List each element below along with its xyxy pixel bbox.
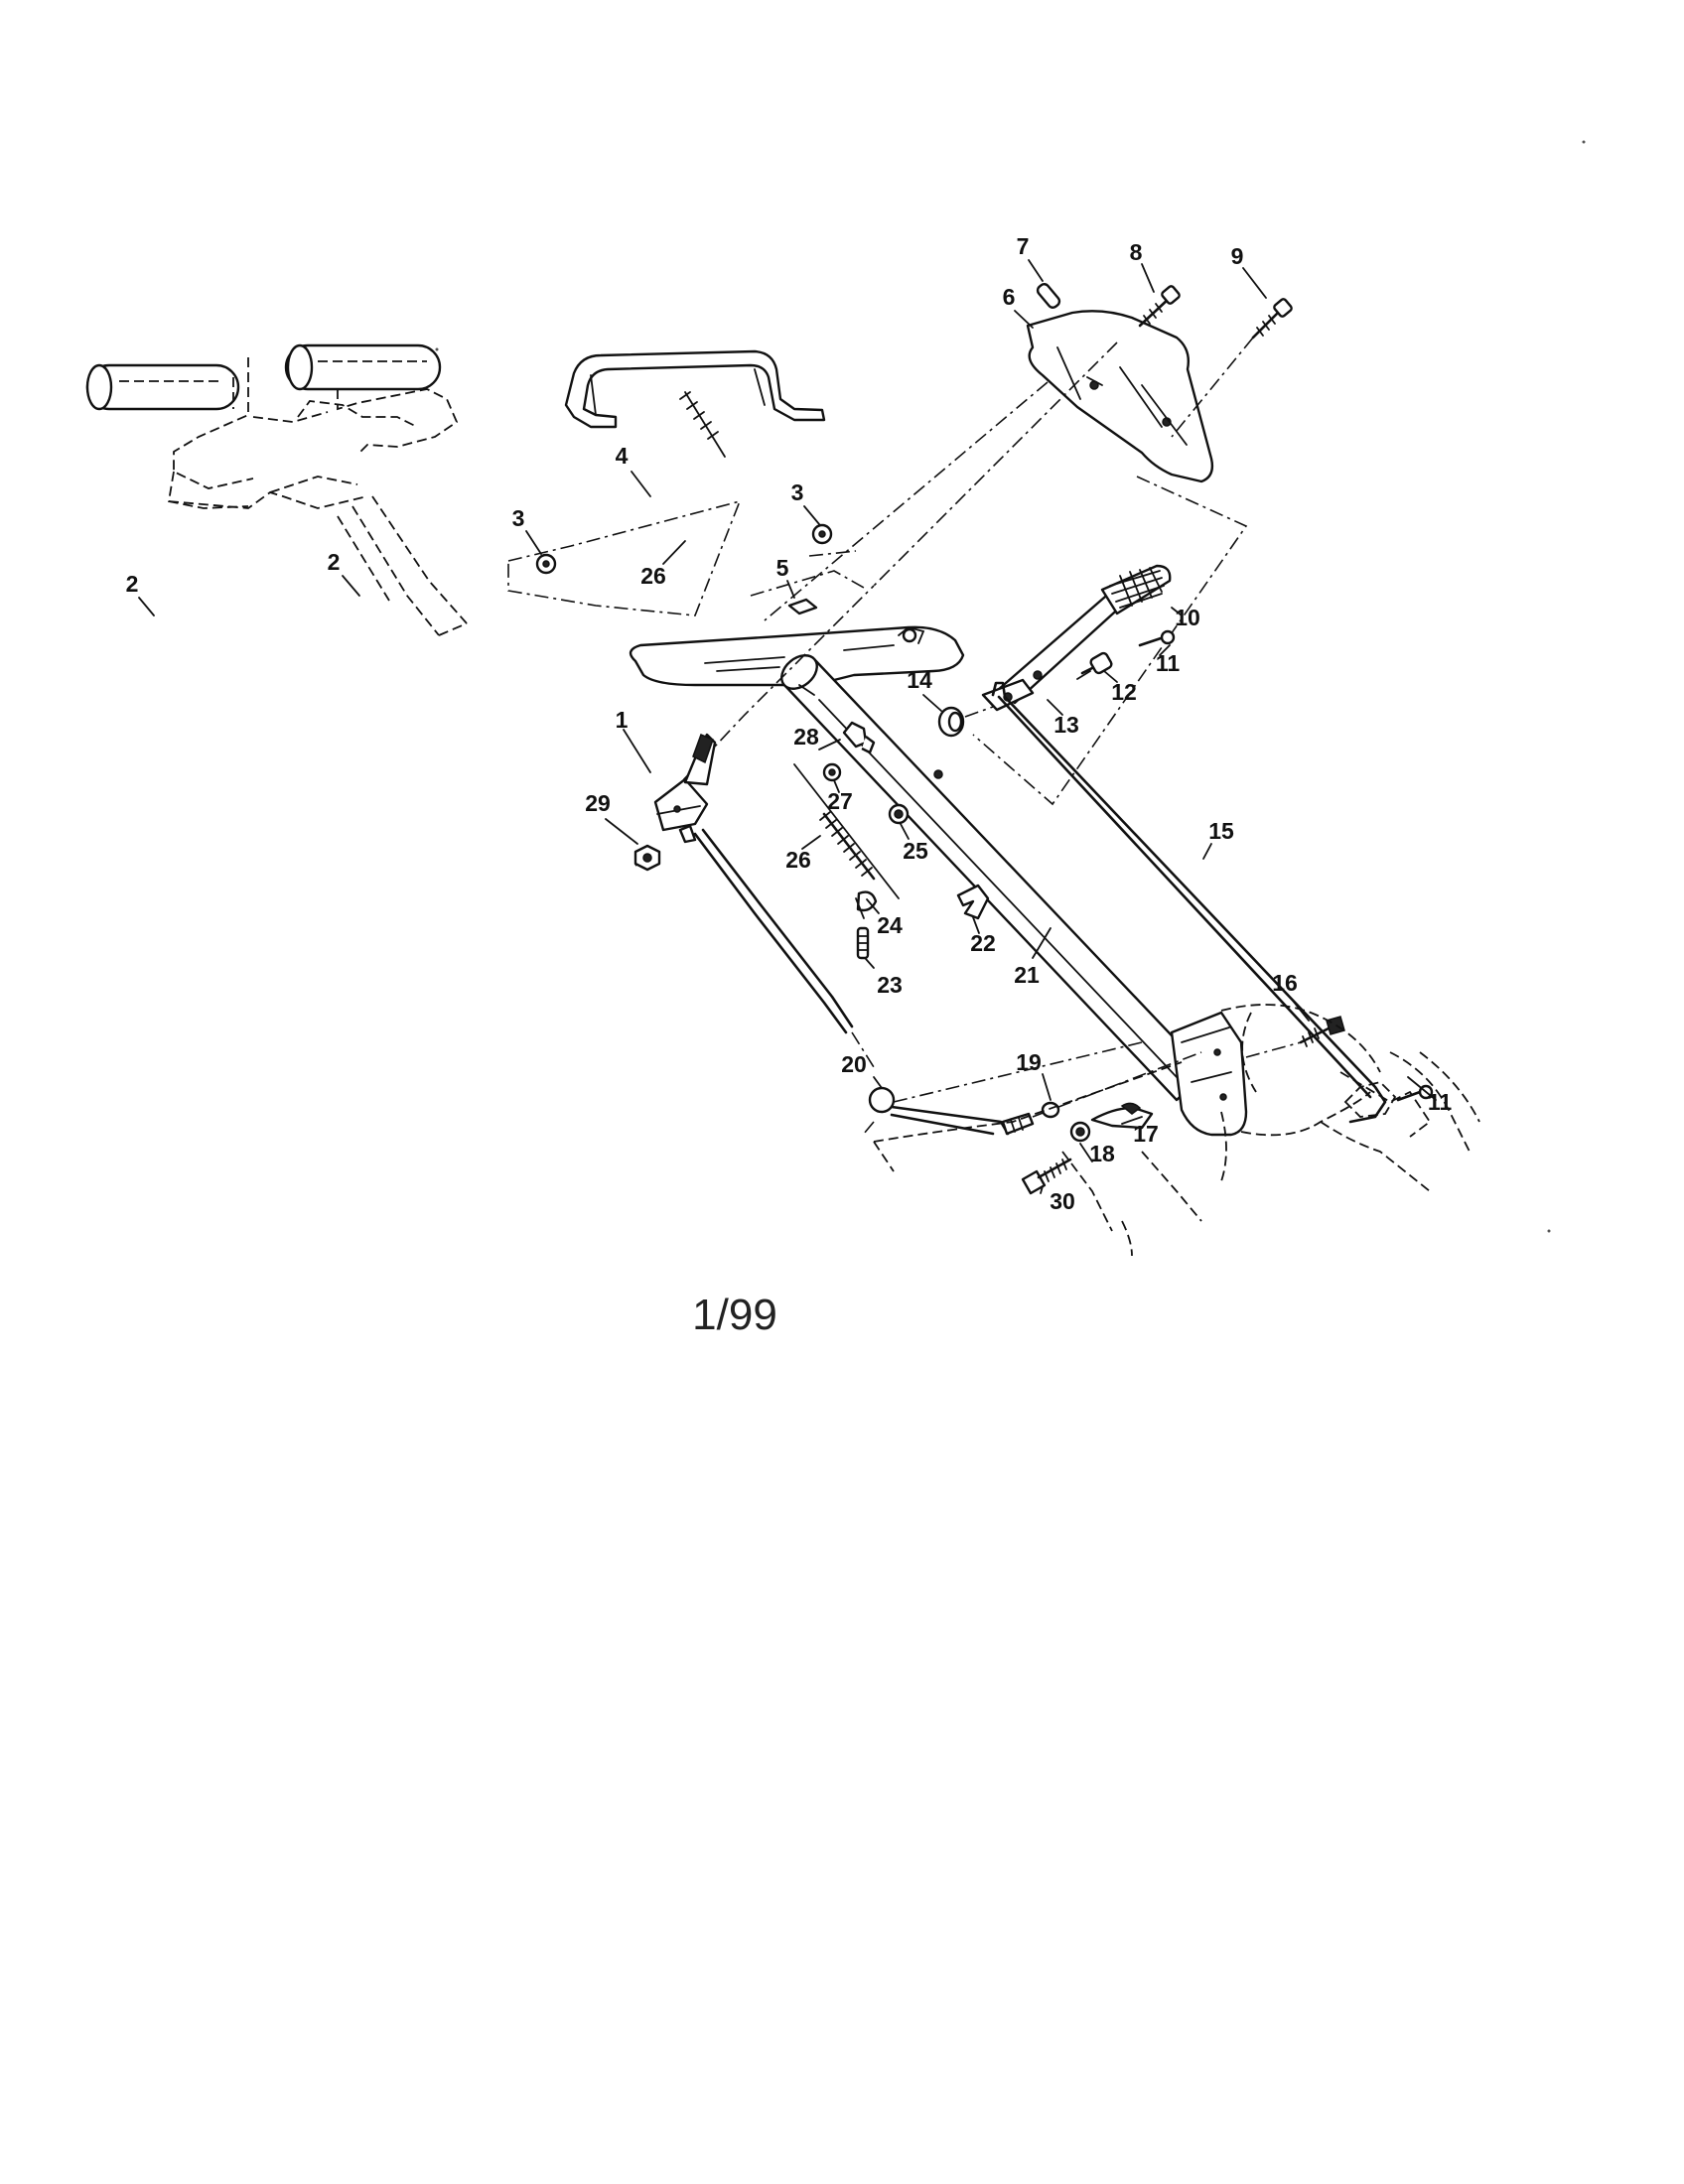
callout-24: 24 [877,912,903,938]
callout-25: 25 [903,838,928,864]
callout-9: 9 [1231,243,1244,269]
callout-21: 21 [1014,962,1040,988]
bolt [1021,1158,1072,1195]
callout-3: 3 [512,505,525,531]
cable-clamp [956,884,990,920]
washer [811,523,833,545]
adjustment-plate [1090,1102,1154,1130]
shoulder-bolt [1076,651,1113,680]
callout-6: 6 [1003,284,1016,310]
lever-knob [1109,567,1165,609]
cable-clip [842,721,876,754]
callout-22: 22 [970,930,996,956]
nut [888,803,910,825]
callout-labels: 1 2 2 3 3 4 5 6 7 8 9 10 11 11 12 13 14 … [126,233,1453,1214]
washer [535,553,557,575]
callout-20: 20 [841,1051,867,1077]
screw [1138,285,1181,328]
callout-10: 10 [1175,605,1200,630]
roll-pin [1036,283,1061,309]
callout-26: 26 [640,563,666,589]
callout-13: 13 [1053,712,1079,738]
callout-18: 18 [1089,1141,1115,1166]
callout-3: 3 [791,479,804,505]
callout-29: 29 [585,790,611,816]
alternate-handle-assembly [85,343,468,636]
callout-leaders [138,259,1437,1194]
callout-4: 4 [616,443,629,469]
callout-5: 5 [776,555,789,581]
upper-spring [679,391,726,458]
callout-11: 11 [1156,650,1181,676]
hex-nut [633,844,661,872]
callout-14: 14 [907,667,932,693]
console-bracket [1026,310,1214,483]
lower-handle-tube [780,654,1248,1137]
washer [1041,1101,1060,1119]
callout-12: 12 [1111,679,1137,705]
callout-2: 2 [126,571,139,597]
nut [822,762,842,782]
hex-nut [1069,1121,1091,1143]
page-code: 1/99 [692,1291,777,1339]
bolt [1299,1016,1345,1047]
upper-handle-bar [564,349,826,429]
callout-2: 2 [328,549,341,575]
shift-lever [981,564,1172,712]
callout-11: 11 [1428,1089,1453,1115]
callout-28: 28 [793,724,819,750]
slot-insert [787,598,818,615]
callout-27: 27 [827,788,853,814]
screw [1251,298,1293,340]
tiller-body-outline [873,1004,1480,1257]
depth-stake-rod [868,1086,1035,1136]
bolt [856,926,870,960]
callout-7: 7 [1017,233,1030,259]
callout-1: 1 [616,707,629,733]
right-grip [284,343,442,391]
left-grip [85,363,240,411]
callout-19: 19 [1016,1049,1042,1075]
clutch-control-lever [653,733,717,844]
callout-15: 15 [1208,818,1234,844]
extension-spring [793,763,900,899]
callout-16: 16 [1272,970,1298,996]
callout-30: 30 [1050,1188,1075,1214]
control-cable [693,828,854,1034]
callout-17: 17 [1133,1121,1159,1147]
callout-23: 23 [877,972,903,998]
hairpin-clip [1138,629,1176,647]
callout-8: 8 [1130,239,1143,265]
bushing [937,706,965,738]
callout-26: 26 [785,847,811,873]
